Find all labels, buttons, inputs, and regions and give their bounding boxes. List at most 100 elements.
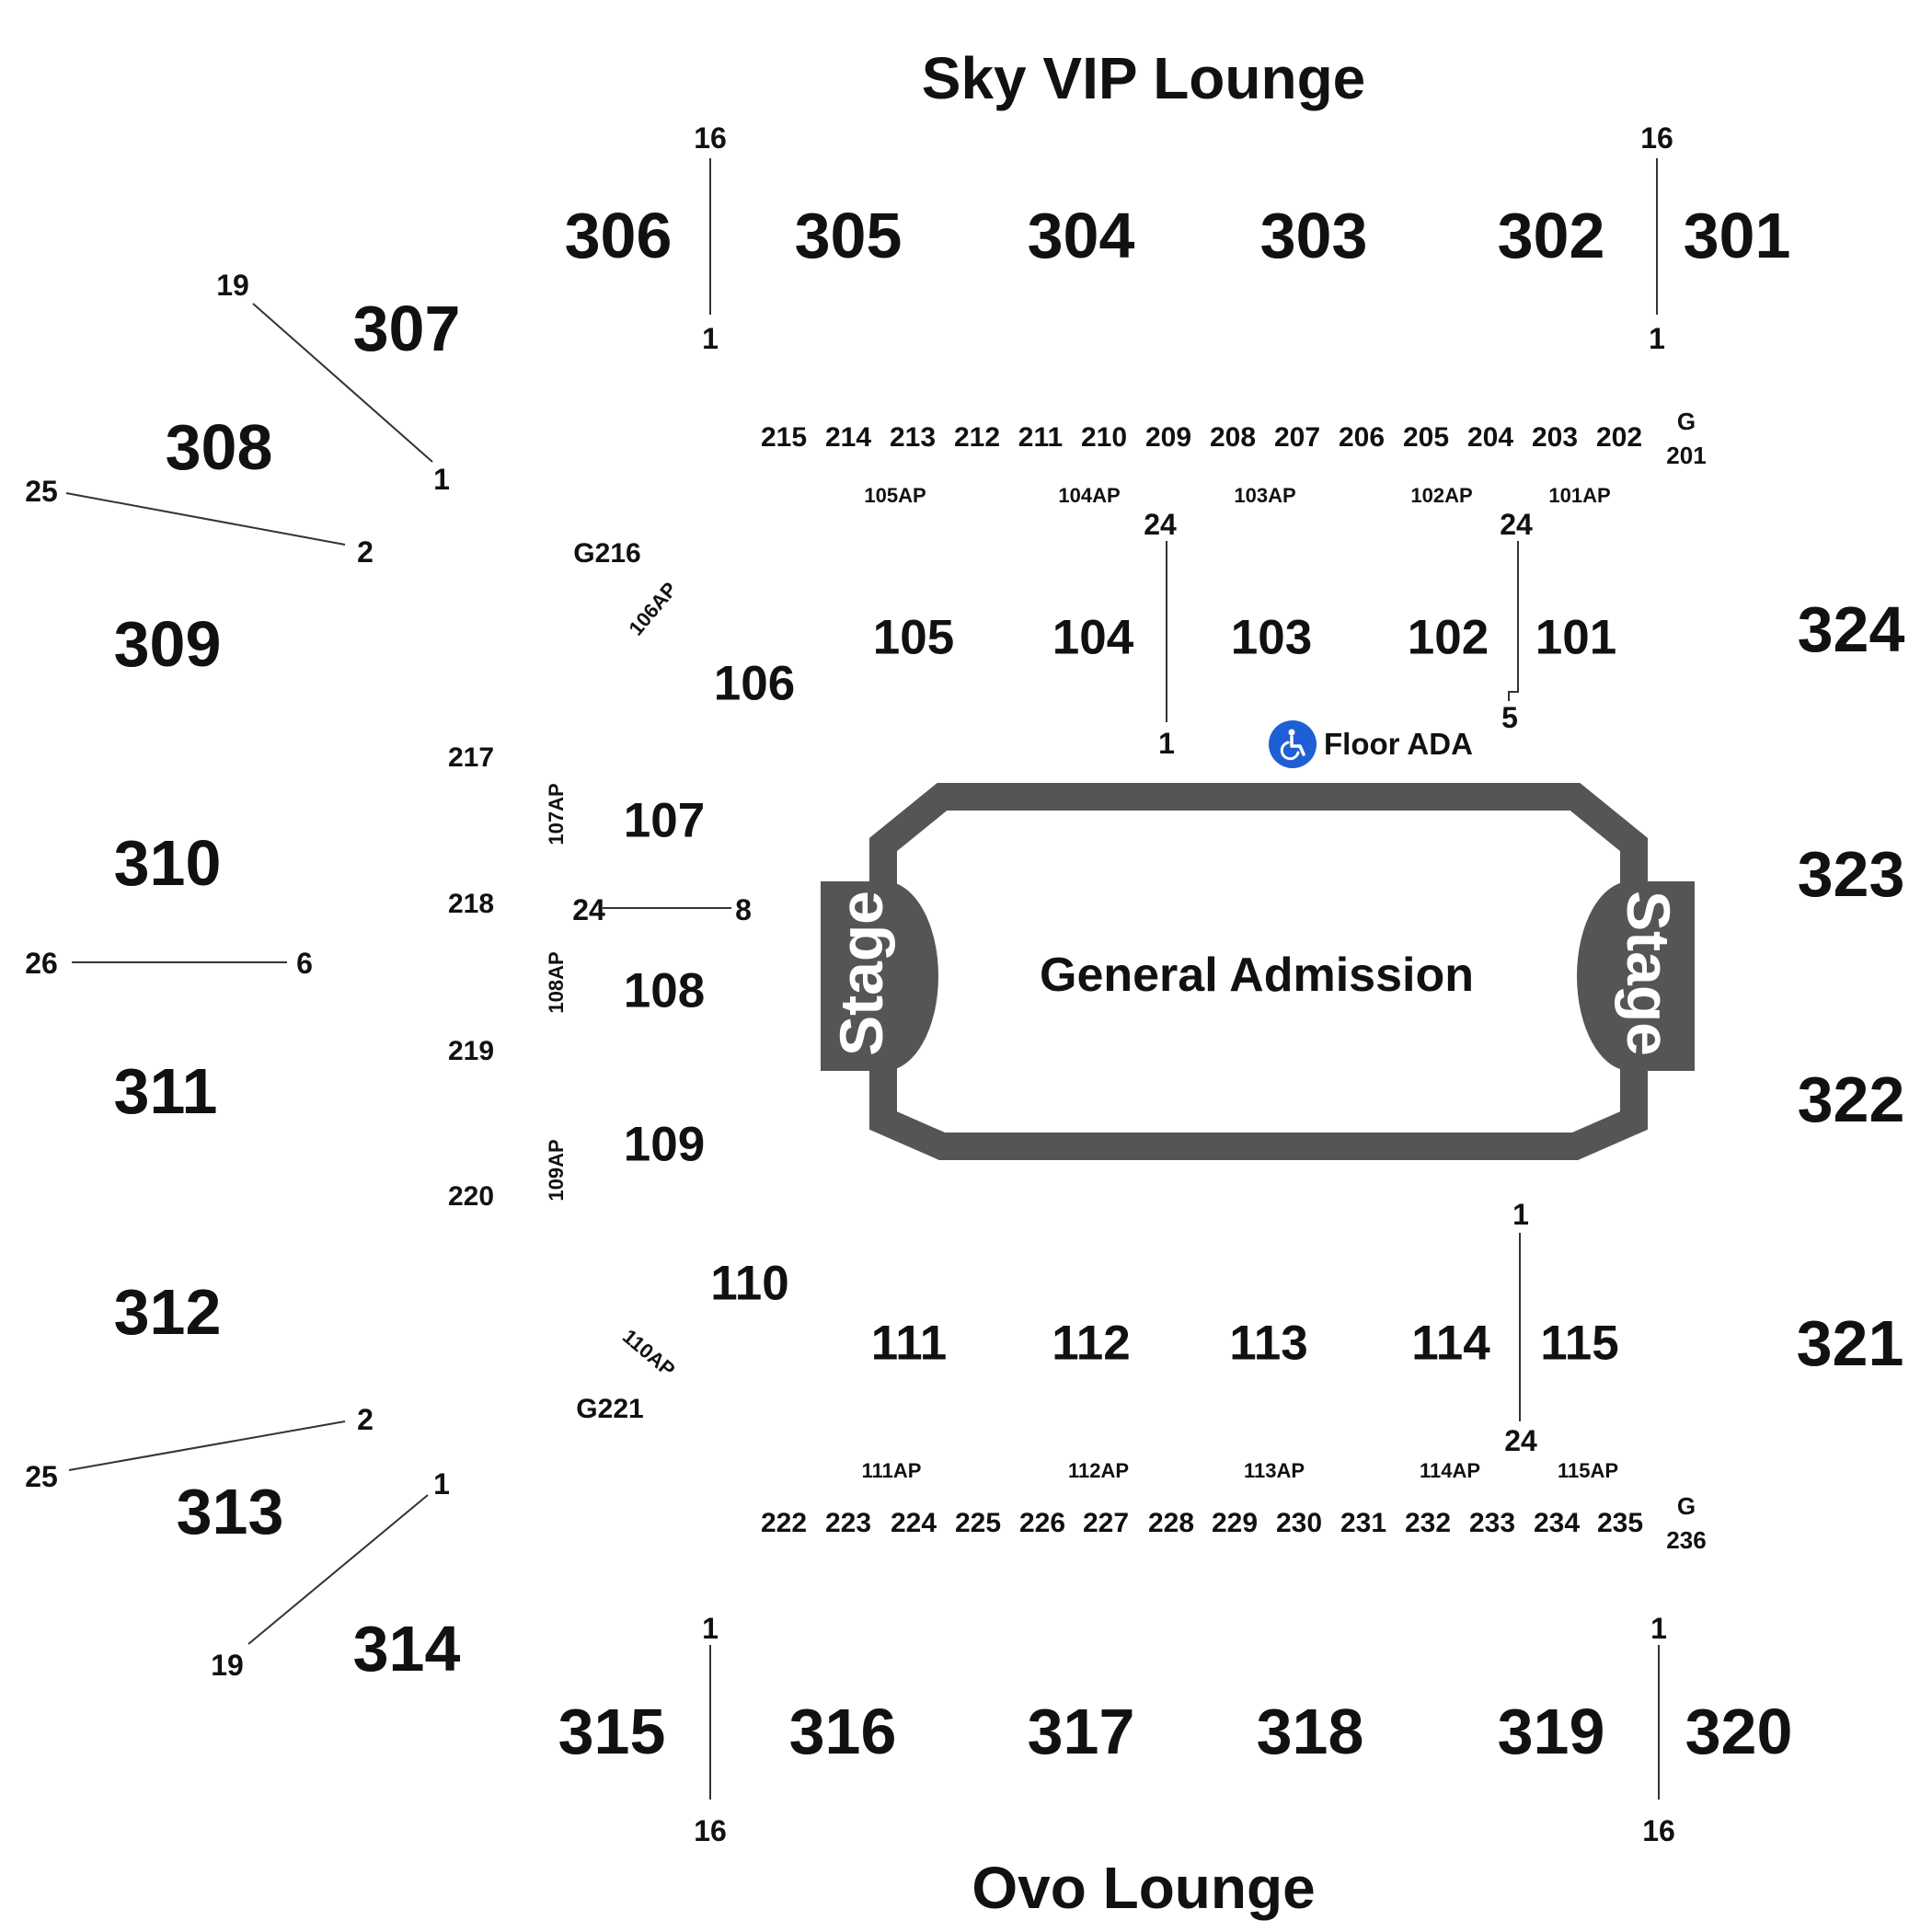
- section-106[interactable]: 106: [713, 656, 796, 711]
- row-line-307: [252, 303, 433, 463]
- row-line-101: [1508, 541, 1519, 701]
- section-323[interactable]: 323: [1797, 838, 1905, 910]
- section-319[interactable]: 319: [1497, 1696, 1605, 1767]
- section-206[interactable]: 206: [1338, 422, 1386, 453]
- section-315[interactable]: 315: [558, 1696, 666, 1767]
- section-228[interactable]: 228: [1147, 1508, 1195, 1538]
- section-205[interactable]: 205: [1402, 422, 1450, 453]
- section-324[interactable]: 324: [1797, 593, 1905, 665]
- section-207[interactable]: 207: [1273, 422, 1321, 453]
- section-220[interactable]: 220: [447, 1181, 495, 1212]
- wheelchair-glyph: [1280, 729, 1305, 761]
- section-306[interactable]: 306: [564, 200, 673, 271]
- section-103[interactable]: 103: [1230, 610, 1313, 665]
- section-229[interactable]: 229: [1211, 1508, 1259, 1538]
- section-219[interactable]: 219: [447, 1036, 495, 1066]
- stage-left-label: Stage: [827, 891, 895, 1056]
- section-203[interactable]: 203: [1531, 422, 1579, 453]
- section-101[interactable]: 101: [1535, 610, 1617, 665]
- section-107[interactable]: 107: [623, 793, 706, 848]
- general-admission-label[interactable]: General Admission: [1040, 949, 1474, 1002]
- section-311[interactable]: 311: [113, 1055, 218, 1127]
- floor-ada[interactable]: Floor ADA: [1269, 720, 1473, 768]
- section-320[interactable]: 320: [1685, 1696, 1793, 1767]
- gate-201-number: 201: [1666, 442, 1707, 469]
- ap-115: 115AP: [1557, 1459, 1619, 1482]
- section-211[interactable]: 211: [1018, 422, 1064, 453]
- row-line-308: [65, 492, 346, 546]
- section-224[interactable]: 224: [890, 1508, 937, 1538]
- ap-111: 111AP: [861, 1459, 922, 1482]
- row-306-bottom: 1: [702, 322, 719, 355]
- section-318[interactable]: 318: [1256, 1696, 1364, 1767]
- section-222[interactable]: 222: [760, 1508, 808, 1538]
- section-215[interactable]: 215: [760, 422, 808, 453]
- section-235[interactable]: 235: [1596, 1508, 1644, 1538]
- section-102[interactable]: 102: [1407, 610, 1489, 665]
- section-112[interactable]: 112: [1052, 1316, 1131, 1371]
- row-307-inner: 1: [433, 463, 450, 496]
- section-305[interactable]: 305: [794, 200, 903, 271]
- section-104[interactable]: 104: [1052, 610, 1134, 665]
- section-310[interactable]: 310: [113, 827, 222, 899]
- row-313-inner: 1: [433, 1467, 450, 1501]
- row-307-outer: 19: [216, 269, 249, 302]
- section-309[interactable]: 309: [113, 608, 222, 680]
- section-202[interactable]: 202: [1595, 422, 1643, 453]
- row-312-inner: 2: [357, 1403, 374, 1436]
- section-204[interactable]: 204: [1466, 422, 1514, 453]
- section-234[interactable]: 234: [1533, 1508, 1581, 1538]
- section-114[interactable]: 114: [1411, 1316, 1490, 1371]
- section-227[interactable]: 227: [1082, 1508, 1130, 1538]
- section-302[interactable]: 302: [1497, 200, 1605, 271]
- stage-left-curve: [832, 881, 938, 1071]
- section-231[interactable]: 231: [1340, 1508, 1387, 1538]
- section-115[interactable]: 115: [1540, 1316, 1619, 1371]
- section-314[interactable]: 314: [352, 1613, 461, 1685]
- section-301[interactable]: 301: [1683, 200, 1791, 271]
- section-213[interactable]: 213: [889, 422, 937, 453]
- section-214[interactable]: 214: [824, 422, 872, 453]
- section-209[interactable]: 209: [1144, 422, 1192, 453]
- section-111[interactable]: 111: [870, 1316, 948, 1371]
- section-313[interactable]: 313: [176, 1476, 284, 1547]
- section-105[interactable]: 105: [872, 610, 955, 665]
- ap-104: 104AP: [1058, 484, 1121, 507]
- section-223[interactable]: 223: [824, 1508, 872, 1538]
- section-316[interactable]: 316: [788, 1696, 897, 1767]
- section-108[interactable]: 108: [623, 963, 706, 1018]
- section-321[interactable]: 321: [1796, 1307, 1904, 1379]
- section-317[interactable]: 317: [1027, 1696, 1135, 1767]
- section-210[interactable]: 210: [1080, 422, 1128, 453]
- ap-113: 113AP: [1243, 1459, 1305, 1482]
- section-113[interactable]: 113: [1229, 1316, 1308, 1371]
- ap-108: 108AP: [545, 951, 568, 1014]
- ap-114: 114AP: [1419, 1459, 1481, 1482]
- ap-103: 103AP: [1234, 484, 1296, 507]
- stage-right-label: Stage: [1615, 891, 1683, 1056]
- row-104-top: 24: [1144, 508, 1177, 541]
- row-104-bottom: 1: [1158, 727, 1175, 760]
- section-109[interactable]: 109: [623, 1117, 706, 1172]
- section-217[interactable]: 217: [447, 742, 495, 773]
- section-307[interactable]: 307: [352, 293, 461, 364]
- section-304[interactable]: 304: [1027, 200, 1135, 271]
- section-230[interactable]: 230: [1275, 1508, 1323, 1538]
- section-218[interactable]: 218: [447, 889, 495, 919]
- row-320-bottom: 16: [1642, 1814, 1675, 1847]
- section-312[interactable]: 312: [113, 1276, 222, 1348]
- ap-101: 101AP: [1548, 484, 1611, 507]
- row-101-top: 24: [1500, 508, 1533, 541]
- section-110[interactable]: 110: [710, 1256, 789, 1311]
- section-226[interactable]: 226: [1018, 1508, 1066, 1538]
- section-308[interactable]: 308: [165, 411, 273, 483]
- section-225[interactable]: 225: [954, 1508, 1002, 1538]
- section-232[interactable]: 232: [1404, 1508, 1452, 1538]
- section-212[interactable]: 212: [953, 422, 1001, 453]
- section-208[interactable]: 208: [1209, 422, 1257, 453]
- section-303[interactable]: 303: [1259, 200, 1368, 271]
- section-322[interactable]: 322: [1797, 1064, 1905, 1135]
- section-233[interactable]: 233: [1468, 1508, 1516, 1538]
